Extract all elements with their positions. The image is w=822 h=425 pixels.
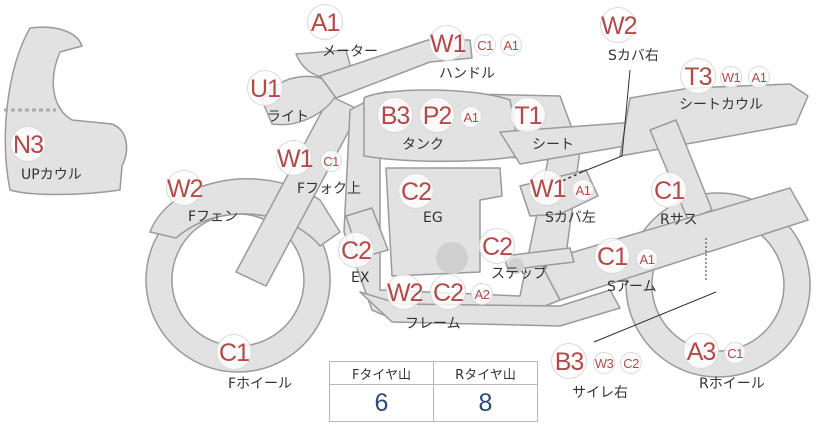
tire-tread-header-row: Fタイヤ山 Rタイヤ山 — [329, 361, 538, 385]
label-seat-cowl: シートカウル — [679, 97, 763, 113]
badge-t3: T3 — [680, 58, 716, 94]
label-handle: ハンドル — [439, 66, 495, 82]
badge-w1-scover-l: W1 — [529, 170, 567, 206]
badge-a3-rwheel: A3 — [683, 333, 719, 369]
badge-c2-step: C2 — [479, 228, 515, 264]
label-rsus: Rサス — [660, 212, 698, 228]
badge-w1-fork: W1 — [276, 140, 314, 176]
label-light: ライト — [267, 109, 309, 125]
label-muffler-r: サイレ右 — [572, 385, 628, 401]
badge-c1-fork: C1 — [320, 150, 342, 172]
badge-a1-meter: A1 — [307, 4, 343, 40]
badge-n3: N3 — [10, 126, 46, 162]
label-scover-r: Sカバ右 — [608, 48, 659, 64]
badge-w2-frame: W2 — [386, 274, 424, 310]
step-bolt — [508, 258, 524, 274]
badge-a1-seatcowl: A1 — [748, 66, 770, 88]
leader-line-scover-r — [581, 69, 631, 173]
badge-a2-frame: A2 — [471, 283, 493, 305]
label-eg: EG — [423, 210, 443, 226]
badge-a1-scover-l: A1 — [572, 179, 594, 201]
badge-w2-scover-r: W2 — [600, 7, 638, 43]
label-frame: フレーム — [405, 316, 461, 332]
badge-a1-handle: A1 — [500, 34, 522, 56]
front-tread-header: Fタイヤ山 — [329, 361, 434, 385]
label-up-cowl: UPカウル — [21, 167, 82, 183]
label-rwheel: Rホイール — [699, 376, 765, 392]
label-ffender: Fフェン — [188, 209, 239, 225]
tire-tread-table: Fタイヤ山 Rタイヤ山 6 8 — [329, 361, 538, 422]
badge-c2-ex: C2 — [338, 232, 374, 268]
badge-w1-handle: W1 — [429, 25, 467, 61]
label-ex: EX — [351, 270, 370, 286]
badge-c1-rwheel: C1 — [724, 342, 746, 364]
badge-c1-fwheel: C1 — [216, 334, 252, 370]
badge-w3-muffler: W3 — [593, 352, 615, 374]
badge-c1-rsus: C1 — [651, 172, 687, 208]
engine-bolt — [436, 242, 468, 274]
badge-w1-seatcowl: W1 — [720, 66, 742, 88]
badge-u1: U1 — [247, 70, 283, 106]
badge-c1-handle: C1 — [474, 34, 496, 56]
badge-a1-sarm: A1 — [636, 248, 658, 270]
label-step: ステップ — [491, 266, 547, 282]
tire-tread-value-row: 6 8 — [329, 384, 538, 422]
label-meter: メーター — [322, 44, 378, 60]
badge-c2-eg: C2 — [398, 173, 434, 209]
label-tank: タンク — [402, 137, 444, 153]
label-seat: シート — [532, 137, 574, 153]
lower-frame-part — [359, 289, 621, 327]
front-tread-value: 6 — [329, 384, 434, 422]
badge-p2-tank: P2 — [419, 97, 455, 133]
badge-a1-tank: A1 — [460, 106, 482, 128]
leader-line-muffler — [593, 291, 717, 343]
rear-tread-header: Rタイヤ山 — [433, 361, 538, 385]
label-fwheel: Fホイール — [228, 376, 293, 392]
badge-c2-muffler: C2 — [620, 352, 642, 374]
badge-c1-sarm: C1 — [594, 238, 630, 274]
label-scover-l: Sカバ左 — [545, 210, 596, 226]
badge-b3-muffler: B3 — [551, 343, 587, 379]
badge-t1: T1 — [510, 97, 546, 133]
label-sarm: Sアーム — [607, 279, 657, 295]
badge-w2-fender: W2 — [166, 170, 204, 206]
rear-tread-value: 8 — [433, 384, 538, 422]
badge-c2-frame: C2 — [430, 274, 466, 310]
label-ffork: Fフォク上 — [297, 181, 362, 197]
badge-b3-tank: B3 — [377, 97, 413, 133]
